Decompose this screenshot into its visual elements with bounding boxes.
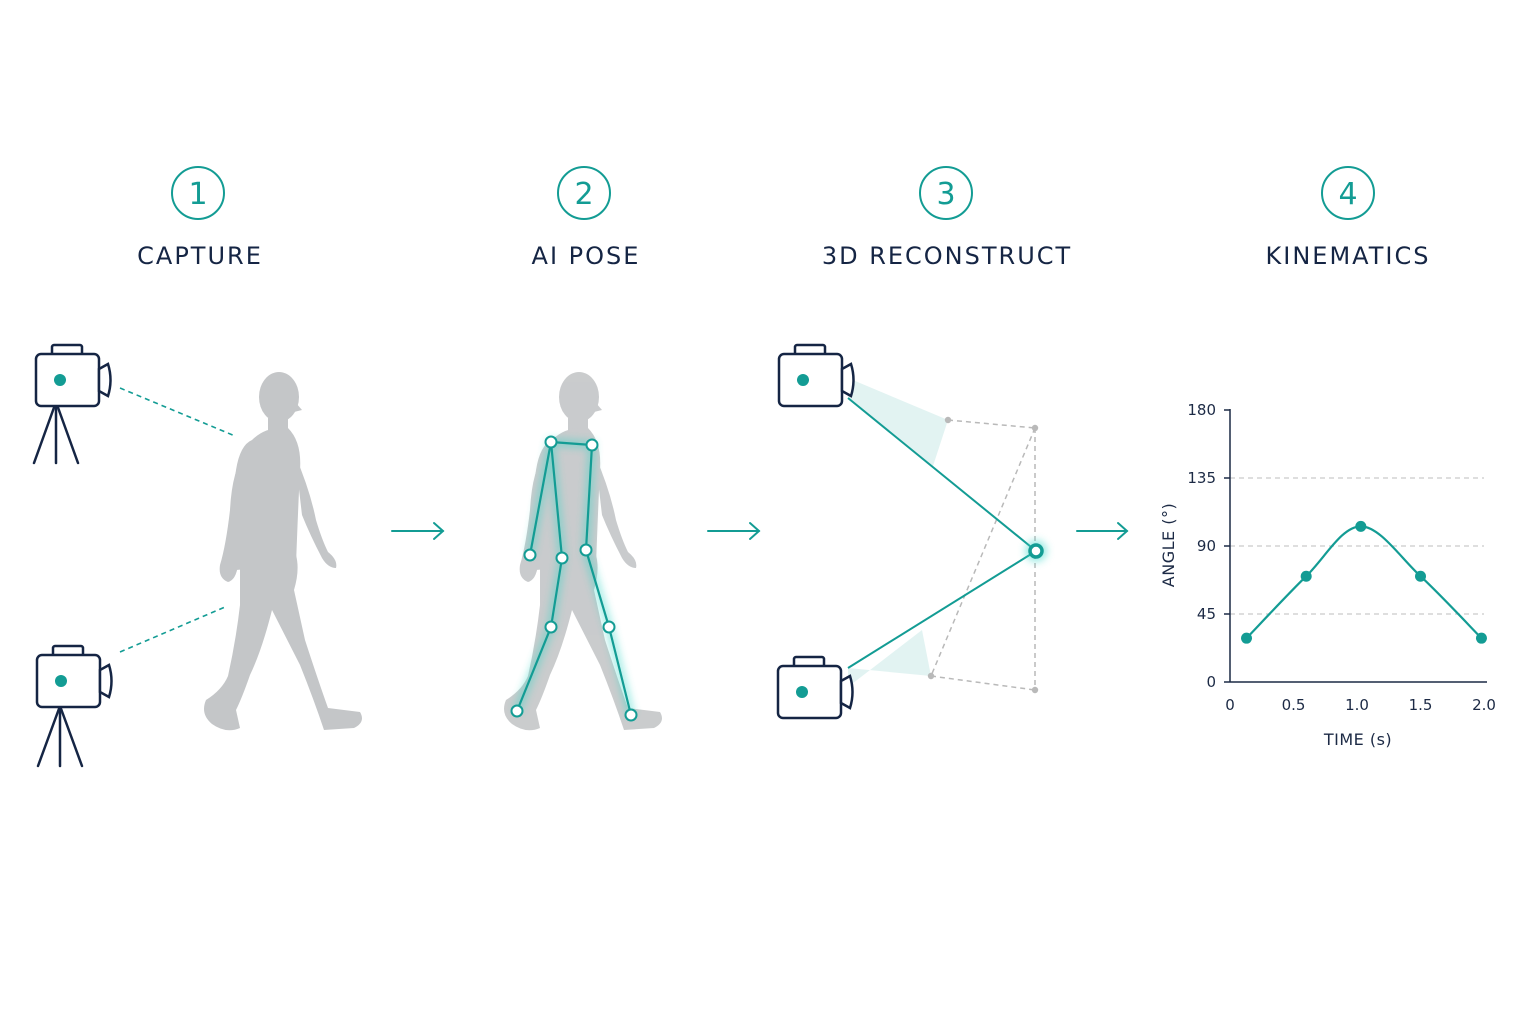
step-2-header: 2 AI POSE <box>532 166 641 270</box>
skeleton-joint-icon <box>555 551 569 565</box>
skeleton-joint-icon <box>544 620 558 634</box>
skeleton-joint-icon <box>585 438 599 452</box>
reference-box <box>930 419 1036 691</box>
arrow-right-icon <box>1076 522 1129 540</box>
y-axis-title: ANGLE (°) <box>1159 503 1178 587</box>
chart-gridlines <box>1230 477 1484 615</box>
x-axis-title: TIME (s) <box>1323 730 1392 749</box>
camera-sightline-top <box>119 387 236 437</box>
data-point <box>1241 632 1253 644</box>
y-tick-label: 180 <box>1187 401 1216 419</box>
skeleton-joint-icon <box>544 435 558 449</box>
y-tick-label: 135 <box>1187 469 1216 487</box>
reference-box-corners <box>927 416 1039 694</box>
data-point <box>1415 570 1426 582</box>
tripod-icon <box>32 400 80 465</box>
step-1-number: 1 <box>188 177 207 212</box>
skeleton-lines <box>515 440 633 716</box>
capture-scene <box>32 343 362 768</box>
step-1-title: CAPTURE <box>137 242 263 270</box>
x-tick-label: 0 <box>1225 696 1235 714</box>
step-4-number: 4 <box>1338 177 1357 212</box>
camera-icon <box>777 343 855 408</box>
skeleton-joint-icon <box>579 543 593 557</box>
triangulation-rays <box>847 397 1037 669</box>
step-2-title: AI POSE <box>532 242 641 270</box>
x-tick-label: 0.5 <box>1282 696 1306 714</box>
angle-curve <box>1245 525 1483 639</box>
data-point <box>1300 570 1312 582</box>
data-point <box>1475 632 1487 644</box>
camera-sightline-bottom <box>119 606 226 653</box>
arrow-right-icon <box>391 522 445 540</box>
arrow-right-icon <box>707 522 761 540</box>
tripod-icon <box>36 704 84 768</box>
step-4-title: KINEMATICS <box>1266 242 1431 270</box>
skeleton-joint-icon <box>523 548 537 562</box>
skeleton-joint-icon <box>510 704 524 718</box>
pose-scene <box>504 372 662 731</box>
step-4-header: 4 KINEMATICS <box>1266 166 1431 270</box>
camera-icon <box>34 343 112 408</box>
kinematics-chart: 0 45 90 135 180 0 0.5 1.0 1.5 2.0 TIME (s) ANGLE… <box>1159 401 1496 749</box>
y-tick-label: 45 <box>1197 605 1216 623</box>
x-tick-label: 1.5 <box>1409 696 1433 714</box>
camera-icon <box>35 644 113 709</box>
x-tick-marks: 0 0.5 1.0 1.5 2.0 <box>1225 696 1496 714</box>
y-tick-marks: 0 45 90 135 180 <box>1187 401 1230 691</box>
x-tick-label: 1.0 <box>1345 696 1369 714</box>
x-tick-label: 2.0 <box>1472 696 1496 714</box>
step-3-number: 3 <box>936 177 955 212</box>
walking-person-icon <box>204 372 362 731</box>
skeleton-joint-icon <box>602 620 616 634</box>
step-2-number: 2 <box>574 177 593 212</box>
step-1-header: 1 CAPTURE <box>137 166 263 270</box>
step-3-title: 3D RECONSTRUCT <box>822 242 1072 270</box>
angle-data-points <box>1241 520 1487 644</box>
step-3-header: 3 3D RECONSTRUCT <box>822 166 1072 270</box>
skeleton-joints <box>510 435 638 722</box>
y-tick-label: 90 <box>1197 537 1216 555</box>
reconstruct-scene <box>776 343 1047 720</box>
camera-icon <box>776 655 854 720</box>
data-point <box>1355 520 1367 532</box>
view-frustum-top <box>848 378 948 466</box>
y-tick-label: 0 <box>1206 673 1216 691</box>
triangulated-point <box>1028 543 1044 559</box>
view-frustum-bottom <box>848 630 931 687</box>
skeleton-joint-icon <box>624 708 638 722</box>
